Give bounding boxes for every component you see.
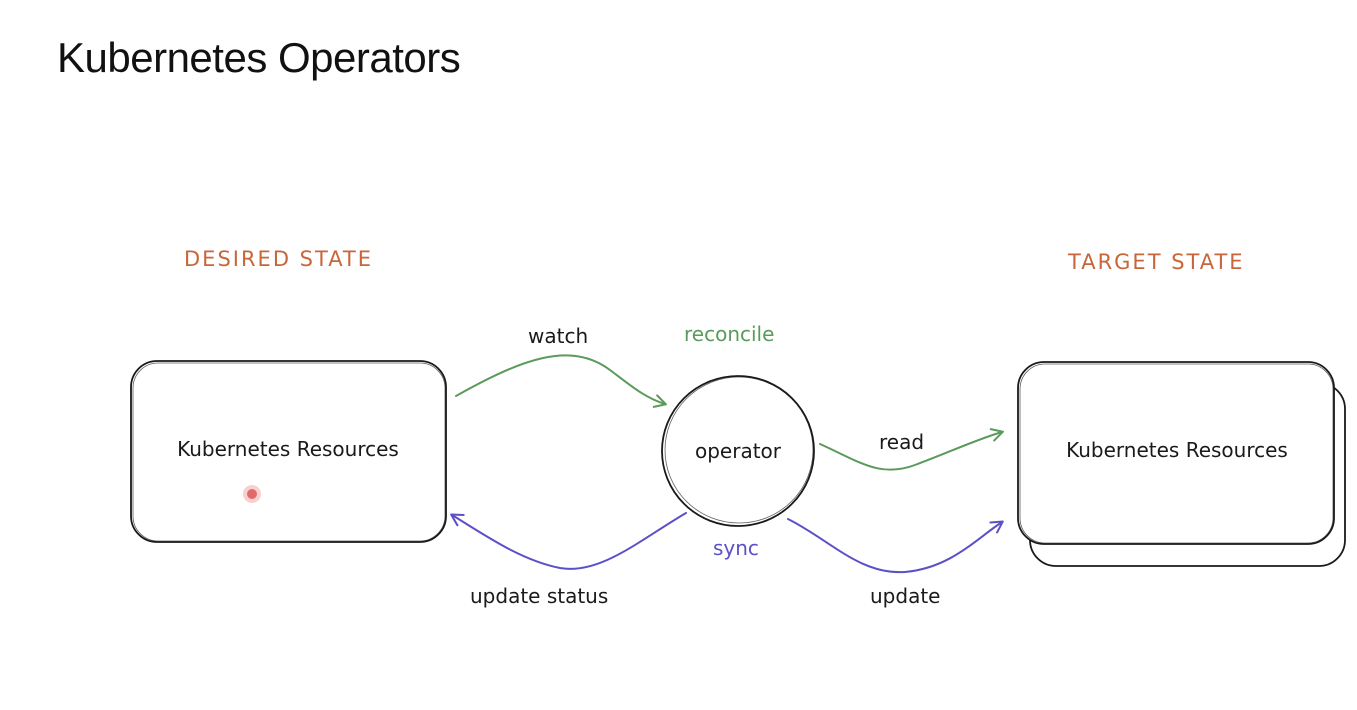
- reconcile-label: reconcile: [684, 322, 774, 346]
- read-arrow: [819, 428, 1004, 471]
- target-state-label: TARGET STATE: [1067, 250, 1245, 274]
- sync-label: sync: [713, 536, 759, 560]
- update-status-arrow: [450, 512, 687, 570]
- operator-label: operator: [695, 439, 782, 463]
- read-label: read: [879, 430, 924, 454]
- target-resources-label: Kubernetes Resources: [1066, 438, 1288, 462]
- update-arrow: [787, 518, 1004, 574]
- update-status-label: update status: [470, 584, 608, 608]
- pointer-cursor-icon: [247, 489, 257, 499]
- watch-label: watch: [528, 324, 588, 348]
- desired-state-label: DESIRED STATE: [184, 247, 373, 271]
- desired-resources-label: Kubernetes Resources: [177, 437, 399, 461]
- watch-arrow: [455, 354, 667, 408]
- page-title: Kubernetes Operators: [57, 34, 461, 81]
- operator-node: operator: [661, 375, 815, 527]
- update-label: update: [870, 584, 940, 608]
- target-resources-box: Kubernetes Resources: [1017, 361, 1346, 567]
- desired-resources-box: Kubernetes Resources: [130, 360, 447, 543]
